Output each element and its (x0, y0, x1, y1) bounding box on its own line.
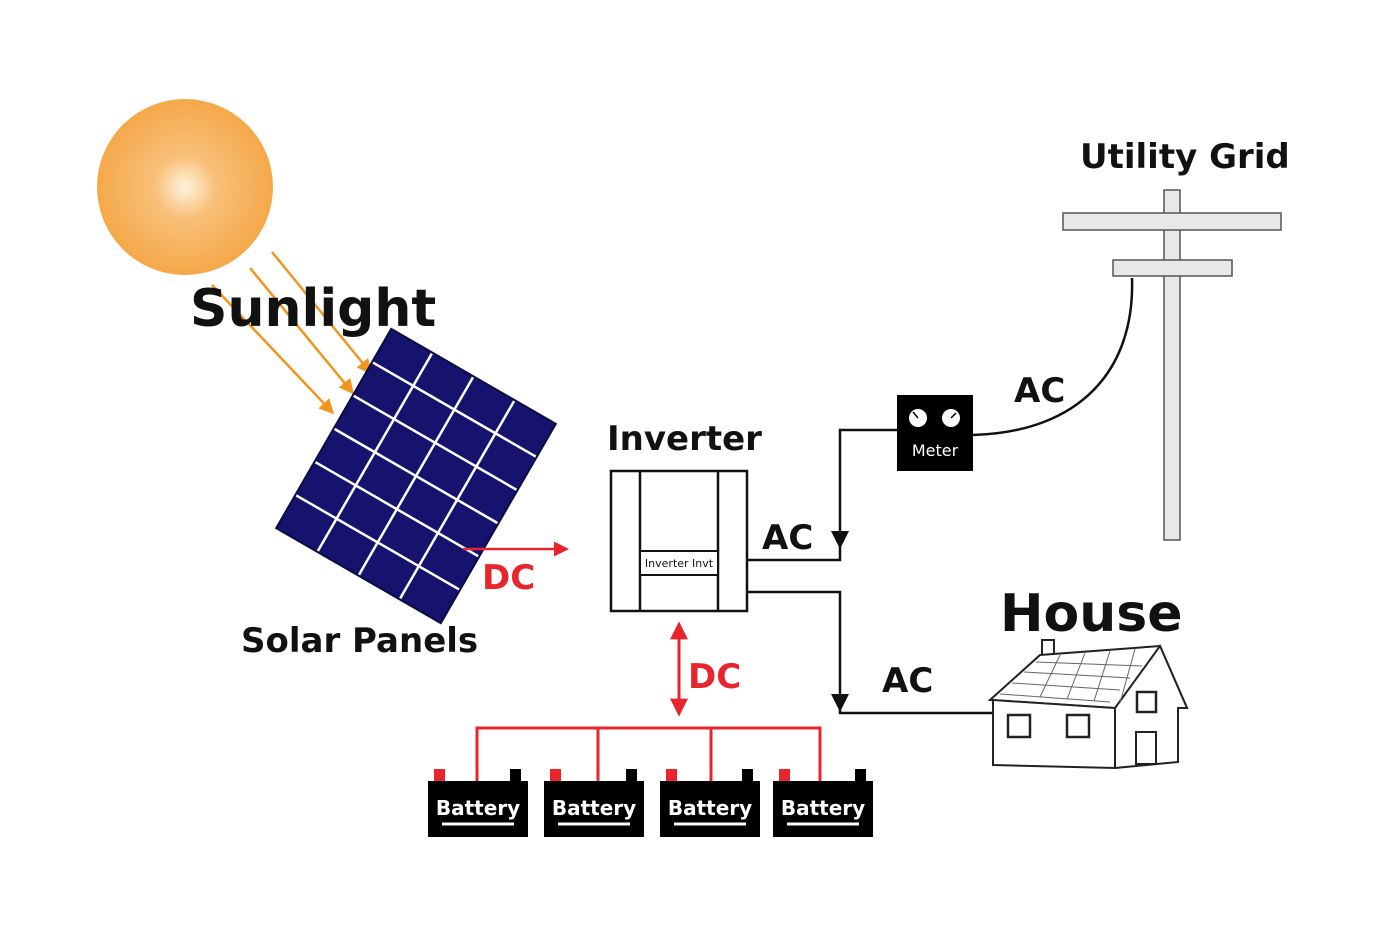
battery-body (660, 781, 760, 837)
utility-pole (1062, 189, 1282, 541)
sun (97, 99, 273, 275)
dc-label-battery: DC (688, 657, 741, 697)
solar-panels-label: Solar Panels (241, 621, 478, 661)
battery-negative-terminal (626, 769, 637, 781)
battery-3: Battery (660, 769, 760, 837)
battery-negative-terminal (510, 769, 521, 781)
sun-rays (211, 251, 372, 415)
inverter-label: Inverter (607, 419, 762, 459)
battery-label: Battery (781, 796, 865, 820)
ac-label-inverter: AC (762, 518, 813, 558)
battery-positive-terminal (779, 769, 790, 781)
battery-label: Battery (552, 796, 636, 820)
battery-label: Battery (668, 796, 752, 820)
battery-4: Battery (773, 769, 873, 837)
battery-positive-terminal (666, 769, 677, 781)
sunlight-label: Sunlight (190, 279, 436, 339)
meter-label: Meter (912, 441, 959, 460)
battery-positive-terminal (434, 769, 445, 781)
ac-arrow-house (831, 694, 849, 712)
battery-bus (475, 726, 822, 782)
battery-label: Battery (436, 796, 520, 820)
ac-arrow-grid (831, 531, 849, 549)
battery-positive-terminal (550, 769, 561, 781)
battery-body (773, 781, 873, 837)
house-icon (987, 639, 1189, 770)
ac-label-grid: AC (1014, 371, 1065, 411)
house-label: House (1000, 584, 1182, 644)
ac-lines (747, 428, 992, 715)
battery-2: Battery (544, 769, 644, 837)
dc-label-panel: DC (482, 558, 535, 598)
ac-label-house: AC (882, 661, 933, 701)
utility-grid-label: Utility Grid (1080, 137, 1290, 177)
battery-body (428, 781, 528, 837)
solar-panel (274, 327, 558, 625)
battery-negative-terminal (855, 769, 866, 781)
battery-negative-terminal (742, 769, 753, 781)
inverter-box (609, 469, 749, 613)
grid-wire (972, 277, 1134, 437)
inverter-badge: Inverter Invt (645, 557, 714, 570)
battery-body (544, 781, 644, 837)
battery-group: Battery Battery Battery Battery (428, 769, 873, 837)
battery-1: Battery (428, 769, 528, 837)
meter (897, 395, 973, 471)
